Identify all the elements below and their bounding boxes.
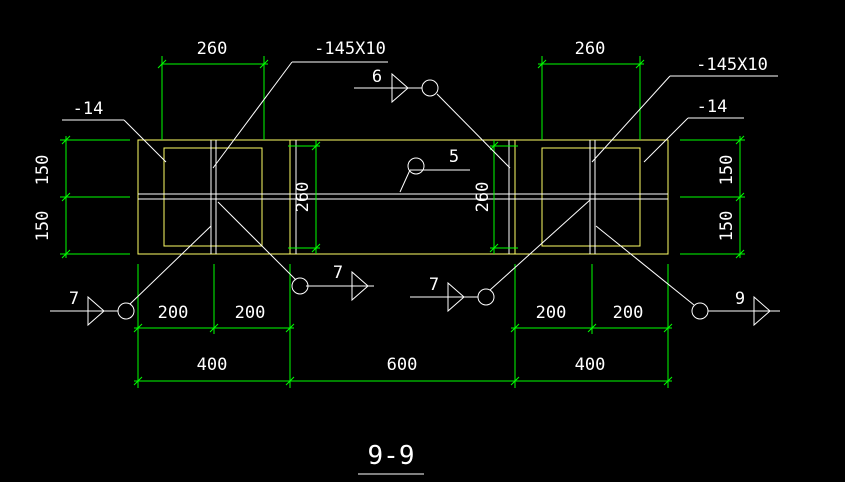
- dim-center-left-260: 260: [293, 182, 313, 213]
- label-left-plate: -14: [73, 99, 104, 119]
- label-right-plate: -14: [697, 97, 728, 117]
- dim-overall-center-600: 600: [387, 355, 418, 375]
- dim-overall-right-400: 400: [575, 355, 606, 375]
- weld-mark-5: 5: [449, 147, 459, 167]
- base-plate-outline: [137, 139, 669, 255]
- structure-lines: [138, 140, 668, 254]
- weld-mark-7-center-left: 7: [333, 263, 343, 283]
- dimension-lines: [60, 56, 745, 388]
- weld-mark-6: 6: [372, 67, 382, 87]
- weld-mark-9: 9: [735, 289, 745, 309]
- leaders: [50, 61, 780, 475]
- dim-right-150-lower: 150: [717, 211, 737, 242]
- dim-bottom-left-200-b: 200: [235, 303, 266, 323]
- weld-mark-7-left: 7: [69, 289, 79, 309]
- dim-center-right-260: 260: [473, 182, 493, 213]
- right-inner-plate: [541, 147, 641, 247]
- label-left-rib: -145X10: [314, 39, 386, 59]
- dim-left-150-lower: 150: [33, 211, 53, 242]
- weld-mark-7-center-right: 7: [429, 275, 439, 295]
- dim-bottom-left-200-a: 200: [158, 303, 189, 323]
- dim-left-150-upper: 150: [33, 155, 53, 186]
- label-right-rib: -145X10: [696, 55, 768, 75]
- steel-outline: [137, 139, 669, 255]
- left-inner-plate: [163, 147, 263, 247]
- dim-overall-left-400: 400: [197, 355, 228, 375]
- section-title: 9-9: [368, 441, 415, 471]
- dim-top-right-260: 260: [575, 39, 606, 59]
- labels: 260 260 -145X10 -145X10 -14 -14 6 5 7 7 …: [33, 39, 768, 471]
- dim-bottom-right-200-b: 200: [613, 303, 644, 323]
- dim-right-150-upper: 150: [717, 155, 737, 186]
- dim-top-left-260: 260: [197, 39, 228, 59]
- dim-bottom-right-200-a: 200: [536, 303, 567, 323]
